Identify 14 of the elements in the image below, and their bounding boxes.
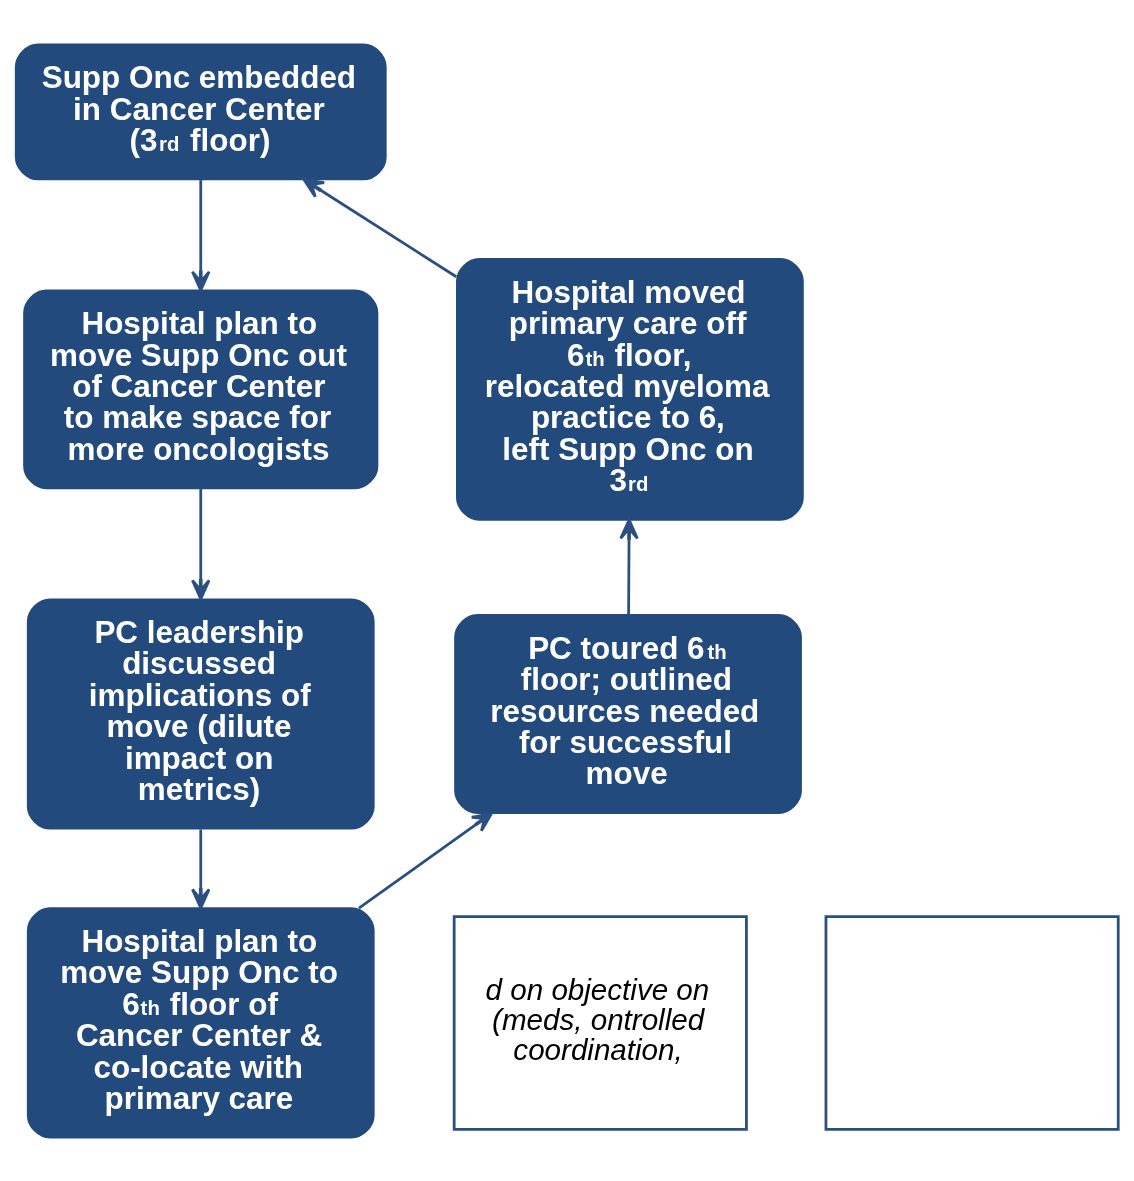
arrow xyxy=(619,518,639,615)
node-box: PC toured 6th floor; outlined resources needed for successful move xyxy=(454,613,802,814)
arrow xyxy=(191,487,211,600)
node-box: d on objective on (meds, ontrolled coordination, xyxy=(452,914,748,1131)
node-box xyxy=(824,914,1120,1131)
arrow xyxy=(302,177,457,278)
node-box: Hospital plan to move Supp Onc to 6th floor of Cancer Center & co-locate with primary care xyxy=(26,906,375,1139)
arrow xyxy=(191,829,211,909)
arrow xyxy=(191,179,211,292)
node-box: Hospital plan to move Supp Onc out of Cancer Center to make space for more oncologists xyxy=(23,289,379,489)
arrow xyxy=(358,811,494,909)
node-box: Supp Onc embedded in Cancer Center (3rd floor) xyxy=(14,42,387,180)
node-box: PC leadership discussed implications of move (dilute impact on metrics) xyxy=(26,597,375,830)
node-box: Hospital moved primary care off 6th floor, relocated myeloma practice to 6, left Supp Onc on 3rd xyxy=(456,257,804,521)
